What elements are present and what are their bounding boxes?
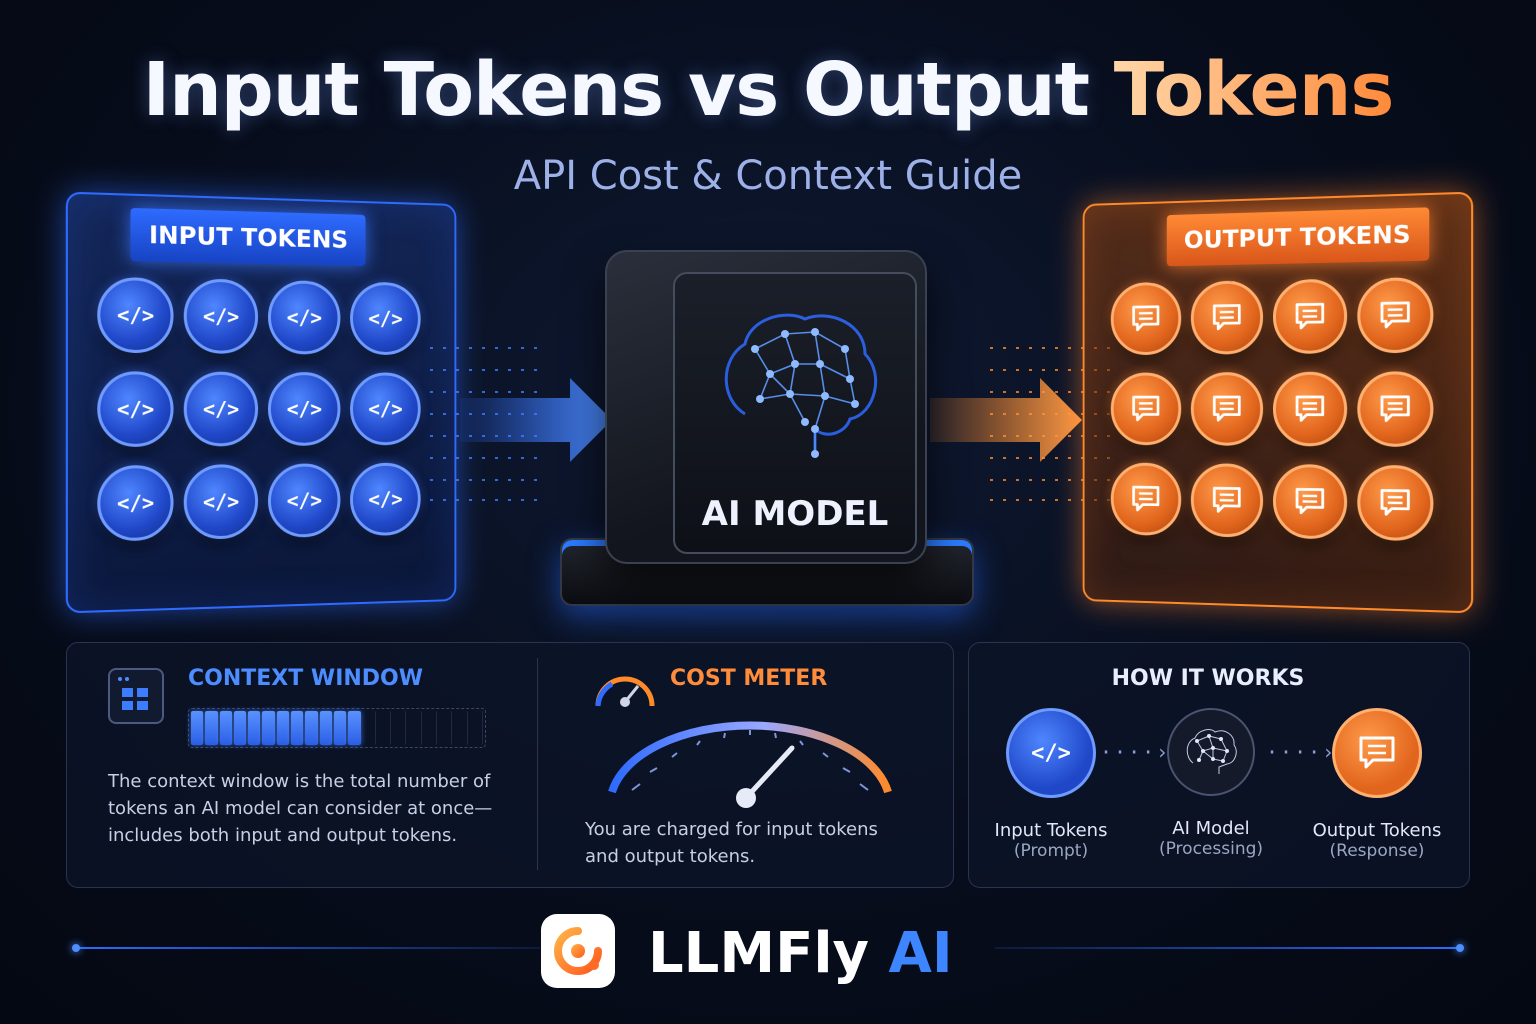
context-bar-segment <box>205 711 218 745</box>
context-bar-segment <box>378 711 392 745</box>
input-tokens-panel: INPUT TOKENS </></></></></></></></></>… <box>65 191 457 614</box>
brand-logo <box>541 914 615 988</box>
brand-name-suffix: AI <box>888 921 953 986</box>
context-bar-segment <box>248 711 261 745</box>
flow-dots: ····› <box>1266 740 1337 764</box>
brain-network-icon <box>1167 708 1255 796</box>
title-input-tokens: Input Tokens <box>142 47 665 133</box>
input-token-code-icon: </> <box>97 276 174 354</box>
info-card-context-cost <box>66 642 954 888</box>
context-window-description: The context window is the total number o… <box>108 771 493 846</box>
context-bar-segment <box>454 711 468 745</box>
output-token-chat-bubble-icon <box>1272 278 1348 354</box>
context-bar-segment <box>363 711 376 745</box>
output-token-chat-bubble-icon <box>1110 372 1182 446</box>
input-token-code-icon: </> <box>350 372 421 446</box>
input-token-code-icon: </> <box>97 371 174 448</box>
output-token-chat-bubble-icon <box>1357 371 1434 448</box>
step-sublabel: (Prompt) <box>1013 841 1089 861</box>
context-bar-segment <box>276 711 290 745</box>
title-vs: vs <box>687 47 779 133</box>
context-bar-segment <box>470 711 483 745</box>
output-token-grid <box>1110 276 1434 542</box>
title-tokens-highlight: Tokens <box>1113 47 1395 133</box>
brain-network-icon <box>724 313 878 458</box>
input-token-code-icon: </> <box>350 281 421 356</box>
input-token-grid: </></></></></></></></></></></></> <box>97 276 421 542</box>
context-bar-segment <box>348 711 361 745</box>
context-bar-segment <box>424 711 438 745</box>
input-token-code-icon: </> <box>267 280 341 355</box>
context-bar-segment <box>333 711 347 745</box>
output-token-chat-bubble-icon <box>1357 464 1434 542</box>
title-output: Output <box>803 47 1090 133</box>
input-token-code-icon: </> <box>183 278 259 354</box>
brand-name-text: LLMFly <box>648 921 870 986</box>
output-token-chat-bubble-icon <box>1272 464 1348 540</box>
context-bar-segment <box>219 711 232 745</box>
output-flow-arrow <box>930 347 1110 501</box>
output-token-chat-bubble-icon <box>1272 371 1348 447</box>
output-token-chat-bubble-icon <box>1357 276 1434 354</box>
arrow-right-icon <box>930 378 1082 462</box>
input-token-code-icon: </> <box>350 462 421 537</box>
card-divider <box>537 658 538 870</box>
page-title: Input Tokens vs Output Tokens <box>0 40 1536 140</box>
how-it-works-title: HOW IT WORKS <box>1111 666 1305 691</box>
input-token-code-icon: </> <box>183 371 259 447</box>
context-bar-segment <box>408 711 422 745</box>
input-token-code-icon: </> <box>267 463 341 538</box>
code-icon: </> <box>1006 708 1096 798</box>
context-bar-segment <box>191 711 204 745</box>
step-output-tokens: Output Tokens (Response) <box>1302 708 1452 861</box>
output-token-chat-bubble-icon <box>1190 372 1264 446</box>
chat-bubble-icon <box>1332 708 1422 798</box>
context-bar-segment <box>439 711 453 745</box>
cost-gauge <box>608 721 892 808</box>
context-bar-segment <box>319 711 332 745</box>
output-token-chat-bubble-icon <box>1190 463 1264 538</box>
page-subtitle: API Cost & Context Guide <box>513 153 1023 199</box>
window-grid-icon <box>108 668 164 724</box>
footer-divider-right <box>995 947 1460 949</box>
output-token-chat-bubble-icon <box>1190 280 1264 355</box>
ai-model-box: AI MODEL <box>605 250 927 564</box>
context-window-bar <box>188 708 486 748</box>
context-bar-segment <box>305 711 318 745</box>
arrow-right-icon <box>460 378 612 462</box>
cost-meter-description: You are charged for input tokens and out… <box>585 819 878 867</box>
context-bar-segment <box>233 711 247 745</box>
ai-model-face: AI MODEL <box>673 272 917 554</box>
cost-meter-title: COST METER <box>670 666 828 691</box>
output-tokens-panel: OUTPUT TOKENS <box>1082 191 1474 614</box>
step-ai-model: AI Model (Processing) <box>1136 708 1286 859</box>
input-tokens-tag: INPUT TOKENS <box>130 207 366 267</box>
step-sublabel: (Response) <box>1329 841 1425 861</box>
step-label: AI Model <box>1172 818 1250 839</box>
input-token-code-icon: </> <box>97 464 174 542</box>
input-flow-arrow <box>430 347 612 501</box>
step-input-tokens: </> Input Tokens (Prompt) <box>976 708 1126 861</box>
step-label: Input Tokens <box>994 820 1108 841</box>
footer-divider-left <box>75 947 540 949</box>
context-window-title: CONTEXT WINDOW <box>188 666 424 691</box>
input-token-code-icon: </> <box>183 464 259 540</box>
input-token-code-icon: </> <box>267 372 341 446</box>
gauge-icon <box>595 676 655 707</box>
context-bar-segment <box>291 711 304 745</box>
footer-dot <box>1456 944 1464 952</box>
context-bar-segment <box>393 711 407 745</box>
ai-model-label: AI MODEL <box>701 494 889 534</box>
context-bar-segment <box>262 711 275 745</box>
step-sublabel: (Processing) <box>1158 839 1264 859</box>
output-token-chat-bubble-icon <box>1110 281 1182 356</box>
footer-dot <box>72 944 80 952</box>
brand-name: LLMFly AI <box>648 914 953 994</box>
output-token-chat-bubble-icon <box>1110 462 1182 537</box>
step-label: Output Tokens <box>1312 820 1442 841</box>
brand-logo-icon <box>554 927 602 975</box>
flow-dots: ····› <box>1100 740 1171 764</box>
output-tokens-tag: OUTPUT TOKENS <box>1166 207 1430 267</box>
